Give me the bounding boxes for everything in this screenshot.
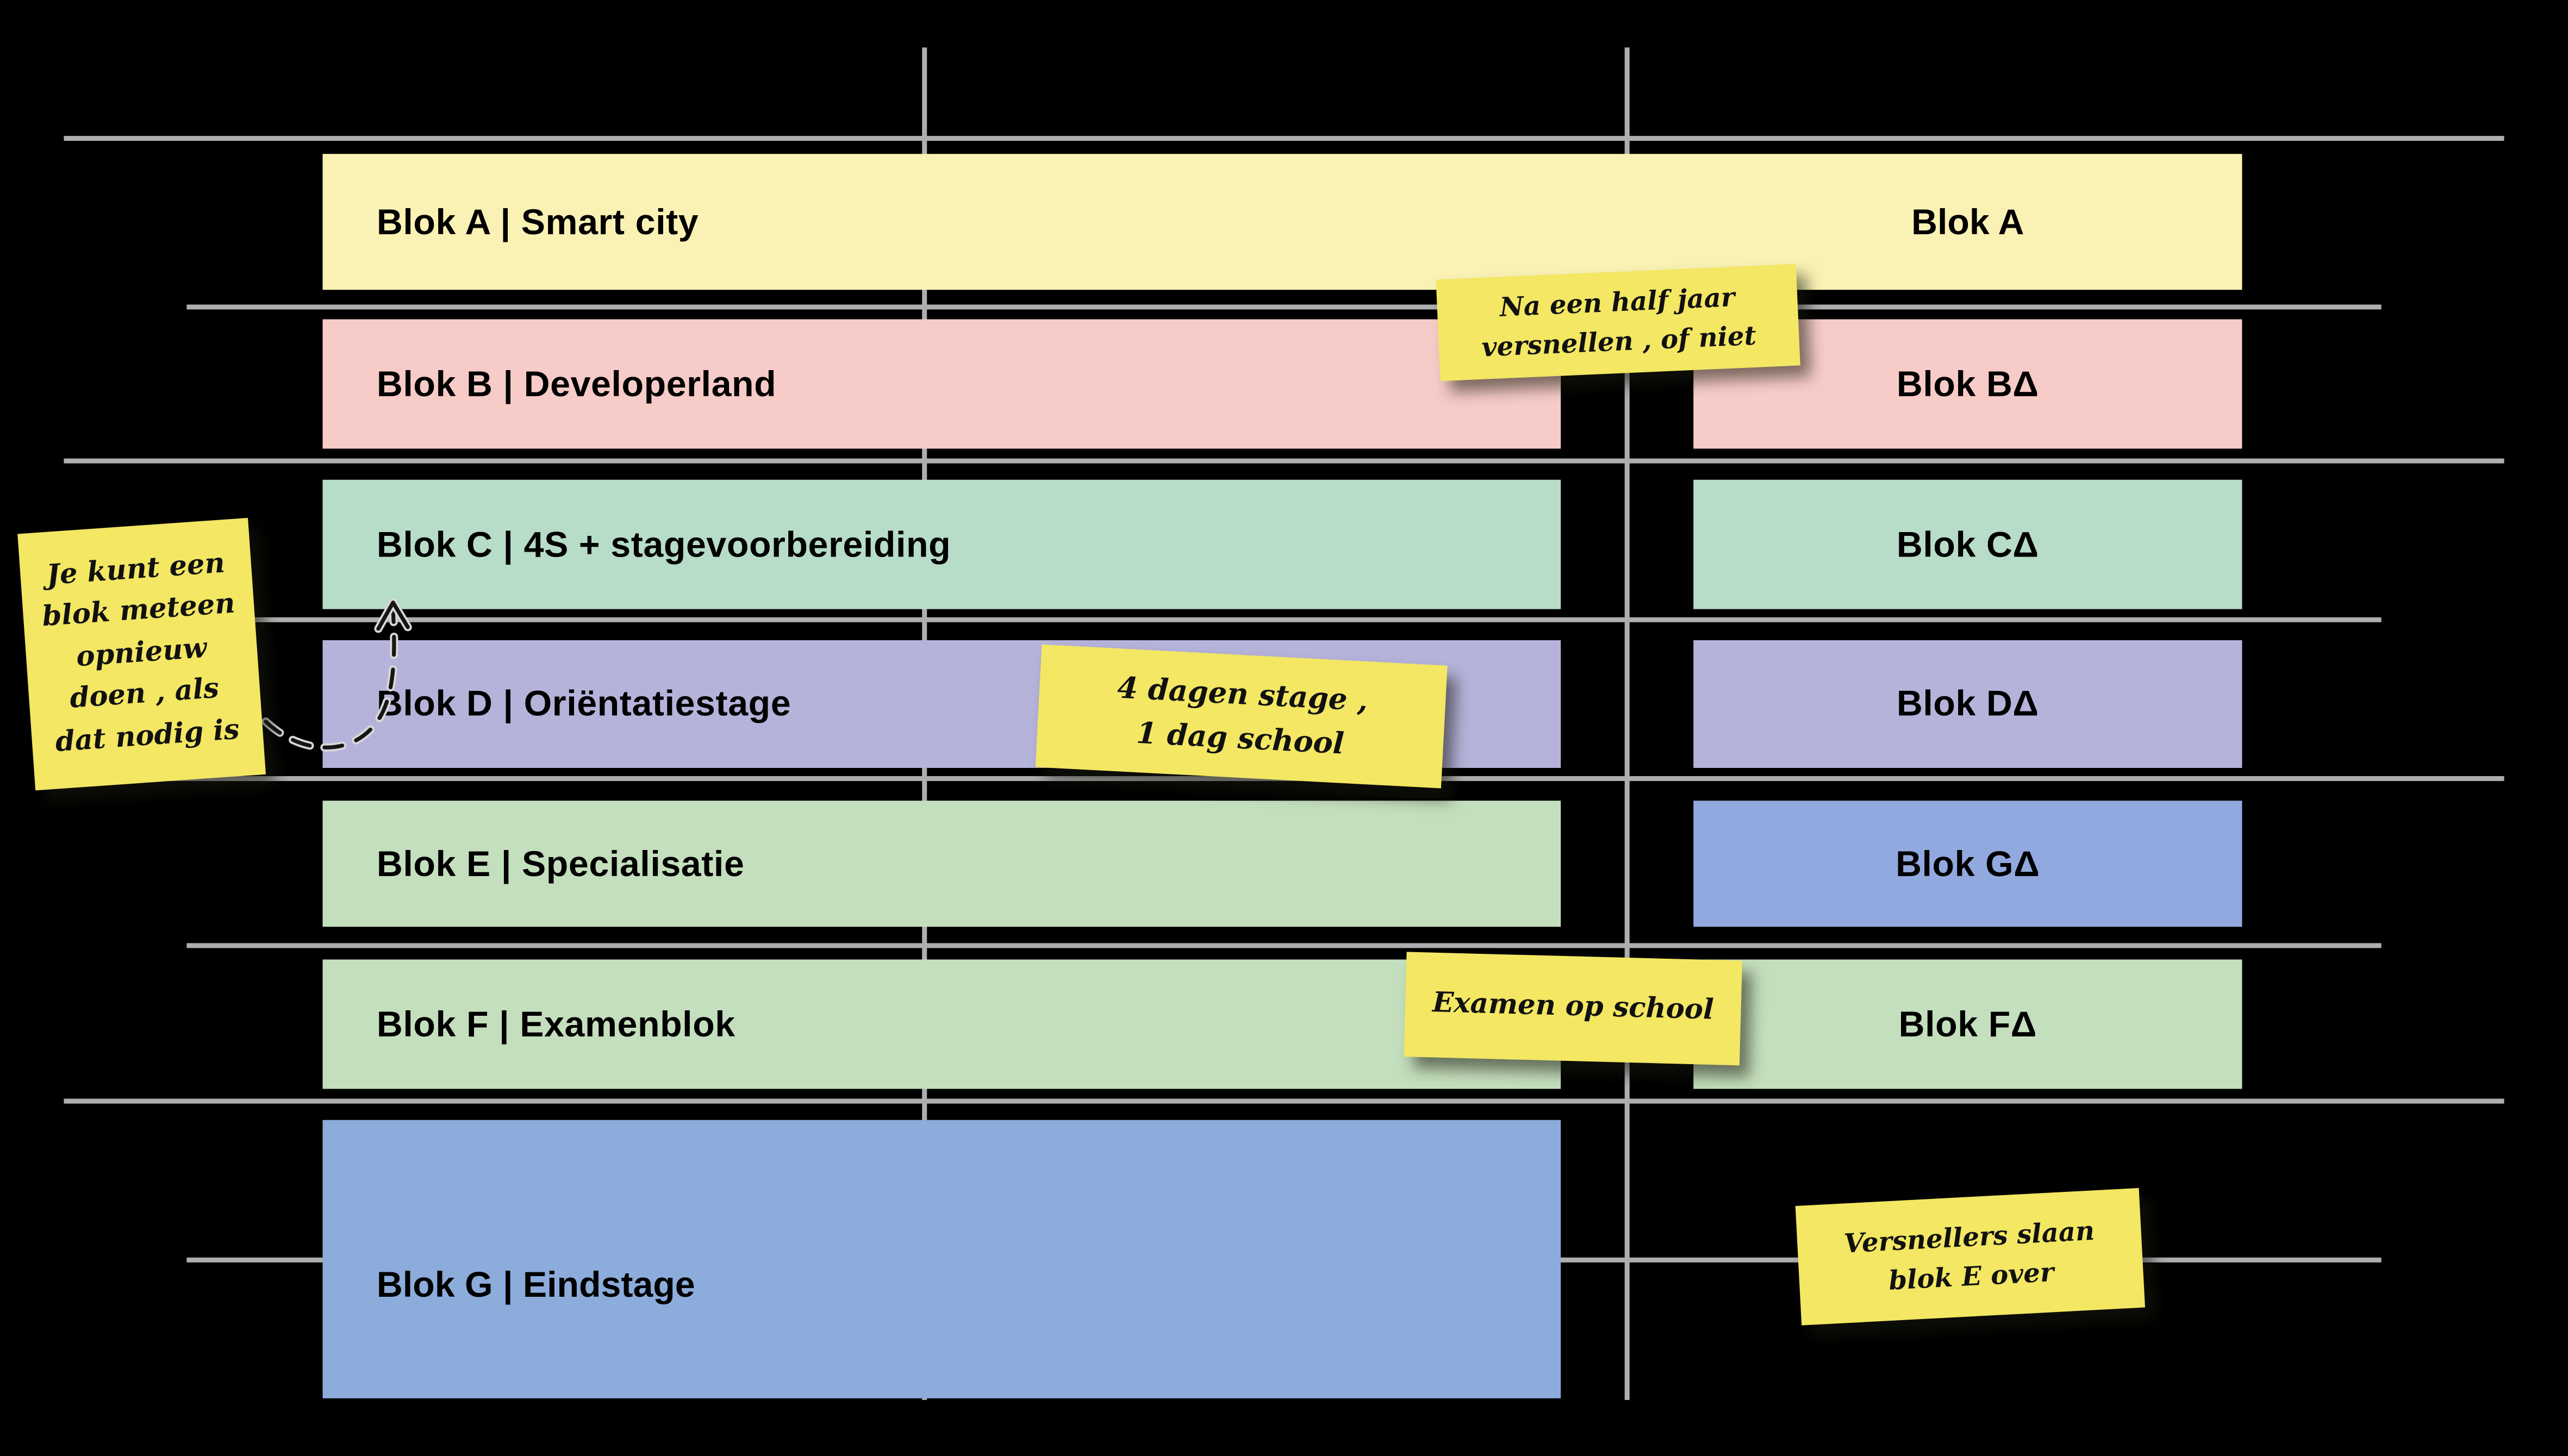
block-f-label: Blok F | Examenblok xyxy=(376,1003,736,1044)
sticky-note-skip-line2: blok E over xyxy=(1887,1255,2055,1296)
block-b[interactable]: Blok B | Developerland xyxy=(322,319,1561,449)
block-g-label: Blok G | Eindstage xyxy=(376,1264,695,1305)
block-c-label: Blok C | 4S + stagevoorbereiding xyxy=(376,523,951,564)
block-g-delta[interactable]: Blok GΔ xyxy=(1693,801,2242,927)
block-c-delta-label: Blok CΔ xyxy=(1896,523,2039,564)
block-b-delta-label: Blok BΔ xyxy=(1896,363,2039,404)
block-e[interactable]: Blok E | Specialisatie xyxy=(322,801,1561,927)
semester-line-2 xyxy=(186,617,2382,622)
block-f-delta-label: Blok FΔ xyxy=(1898,1003,2037,1044)
sticky-note-exam[interactable]: Examen op school xyxy=(1404,952,1742,1066)
block-a-right-label: Blok A xyxy=(1911,201,2024,242)
year-line-1 xyxy=(64,136,2504,141)
semester-line-3 xyxy=(186,943,2382,948)
block-a[interactable]: Blok A | Smart city xyxy=(322,154,2242,290)
sticky-note-internship[interactable]: 4 dagen stage , 1 dag school xyxy=(1035,644,1448,789)
block-d-delta-label: Blok DΔ xyxy=(1896,683,2039,724)
sticky-note-redo[interactable]: Je kunt een blok meteen opnieuw doen , a… xyxy=(17,517,266,791)
block-c-delta[interactable]: Blok CΔ xyxy=(1693,479,2242,609)
block-g-delta-label: Blok GΔ xyxy=(1896,842,2040,884)
block-d-label: Blok D | Oriëntatiestage xyxy=(376,683,791,724)
block-g[interactable] xyxy=(322,1120,1561,1398)
block-f[interactable]: Blok F | Examenblok xyxy=(322,959,1561,1089)
year-line-4 xyxy=(64,1098,2504,1104)
dashed-redo-arrow[interactable] xyxy=(213,573,459,802)
block-d-delta[interactable]: Blok DΔ xyxy=(1693,640,2242,768)
block-e-label: Blok E | Specialisatie xyxy=(376,842,745,884)
block-f-delta[interactable]: Blok FΔ xyxy=(1693,959,2242,1089)
block-a-label: Blok A | Smart city xyxy=(376,201,699,242)
vertical-line-2 xyxy=(1624,47,1630,1400)
sticky-note-accelerate[interactable]: Na een half jaar versnellen , of niet xyxy=(1436,264,1800,382)
semester-line-1 xyxy=(186,304,2382,310)
sticky-note-skip-line1: Versnellers slaan xyxy=(1843,1214,2096,1259)
block-c[interactable]: Blok C | 4S + stagevoorbereiding xyxy=(322,479,1561,609)
year-line-2 xyxy=(64,458,2504,464)
sticky-note-skip[interactable]: Versnellers slaan blok E over xyxy=(1795,1188,2146,1326)
block-b-label: Blok B | Developerland xyxy=(376,363,777,404)
sticky-note-exam-line1: Examen op school xyxy=(1432,987,1715,1028)
